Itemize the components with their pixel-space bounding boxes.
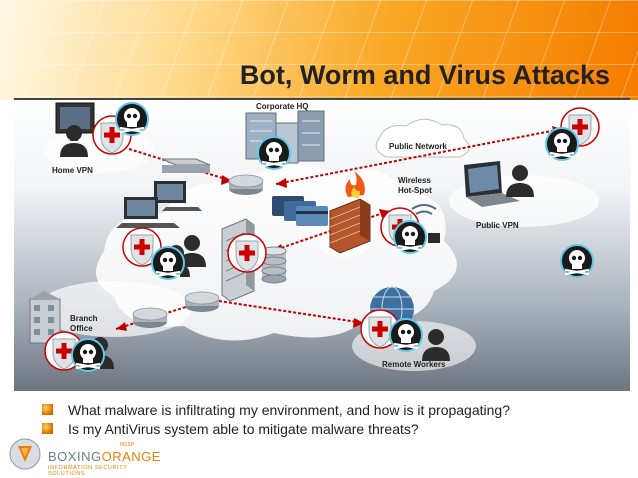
skull-icon [256, 135, 292, 171]
skull-icon [392, 219, 428, 255]
logo-brand-part2: ORANGE [101, 449, 161, 464]
shield-cross-icon [227, 233, 267, 273]
branch-office-label-line1: Branch [70, 314, 98, 323]
bullet-text: Is my AntiVirus system able to mitigate … [68, 420, 419, 437]
skull-icon [150, 245, 186, 281]
router-icon [228, 174, 264, 196]
logo-mark-icon [9, 438, 41, 470]
home-vpn-label: Home VPN [52, 166, 93, 175]
bullet-list: What malware is infiltrating my environm… [42, 400, 510, 438]
corporate-hq-label: Corporate HQ [256, 102, 308, 111]
skull-icon [388, 317, 424, 353]
home-vpn-node [55, 102, 95, 157]
network-diagram: Home VPN Corporate HQ [14, 101, 630, 391]
logo-tagline: INFORMATION SECURITY SOLUTIONS [48, 465, 128, 477]
logo-brand-part1: BOXING [48, 449, 102, 464]
title-rule [14, 98, 630, 100]
database-icon [261, 246, 287, 284]
public-network-label: Public Network [389, 142, 447, 151]
attack-path [275, 128, 563, 185]
bullet-icon [42, 404, 53, 415]
logo-brand: BOXINGORANGE [48, 449, 161, 464]
bullet-item: Is my AntiVirus system able to mitigate … [42, 419, 510, 438]
firewall-icon [329, 171, 371, 254]
skull-icon [114, 101, 150, 137]
skull-icon [559, 243, 595, 279]
building-icon [29, 291, 61, 344]
skull-icon [544, 126, 580, 162]
router-icon [184, 291, 220, 313]
access-point-icon [428, 233, 440, 243]
public-vpn-label: Public VPN [476, 221, 519, 230]
bullet-icon [42, 423, 53, 434]
wireless-hotspot-label-line2: Hot-Spot [398, 186, 432, 195]
skull-icon [70, 337, 106, 373]
remote-workers-label: Remote Workers [382, 360, 446, 369]
attack-path [115, 305, 190, 330]
slide-title: Bot, Worm and Virus Attacks [239, 60, 610, 90]
workstation-icon [116, 181, 202, 228]
router-icon [132, 307, 168, 329]
branch-office-label-line2: Office [70, 324, 93, 333]
bullet-text: What malware is infiltrating my environm… [68, 401, 510, 418]
wireless-hotspot-label-line1: Wireless [398, 176, 431, 185]
modem-icon [161, 158, 211, 173]
slide-header [0, 0, 638, 100]
wifi-icon [411, 204, 437, 215]
attack-path [128, 148, 233, 182]
credit-cards-icon [272, 196, 328, 226]
logo-tag: MSSP [120, 442, 135, 448]
bullet-item: What malware is infiltrating my environm… [42, 400, 510, 419]
attack-path [218, 300, 365, 324]
company-logo: MSSP BOXINGORANGE INFORMATION SECURITY S… [8, 436, 161, 477]
